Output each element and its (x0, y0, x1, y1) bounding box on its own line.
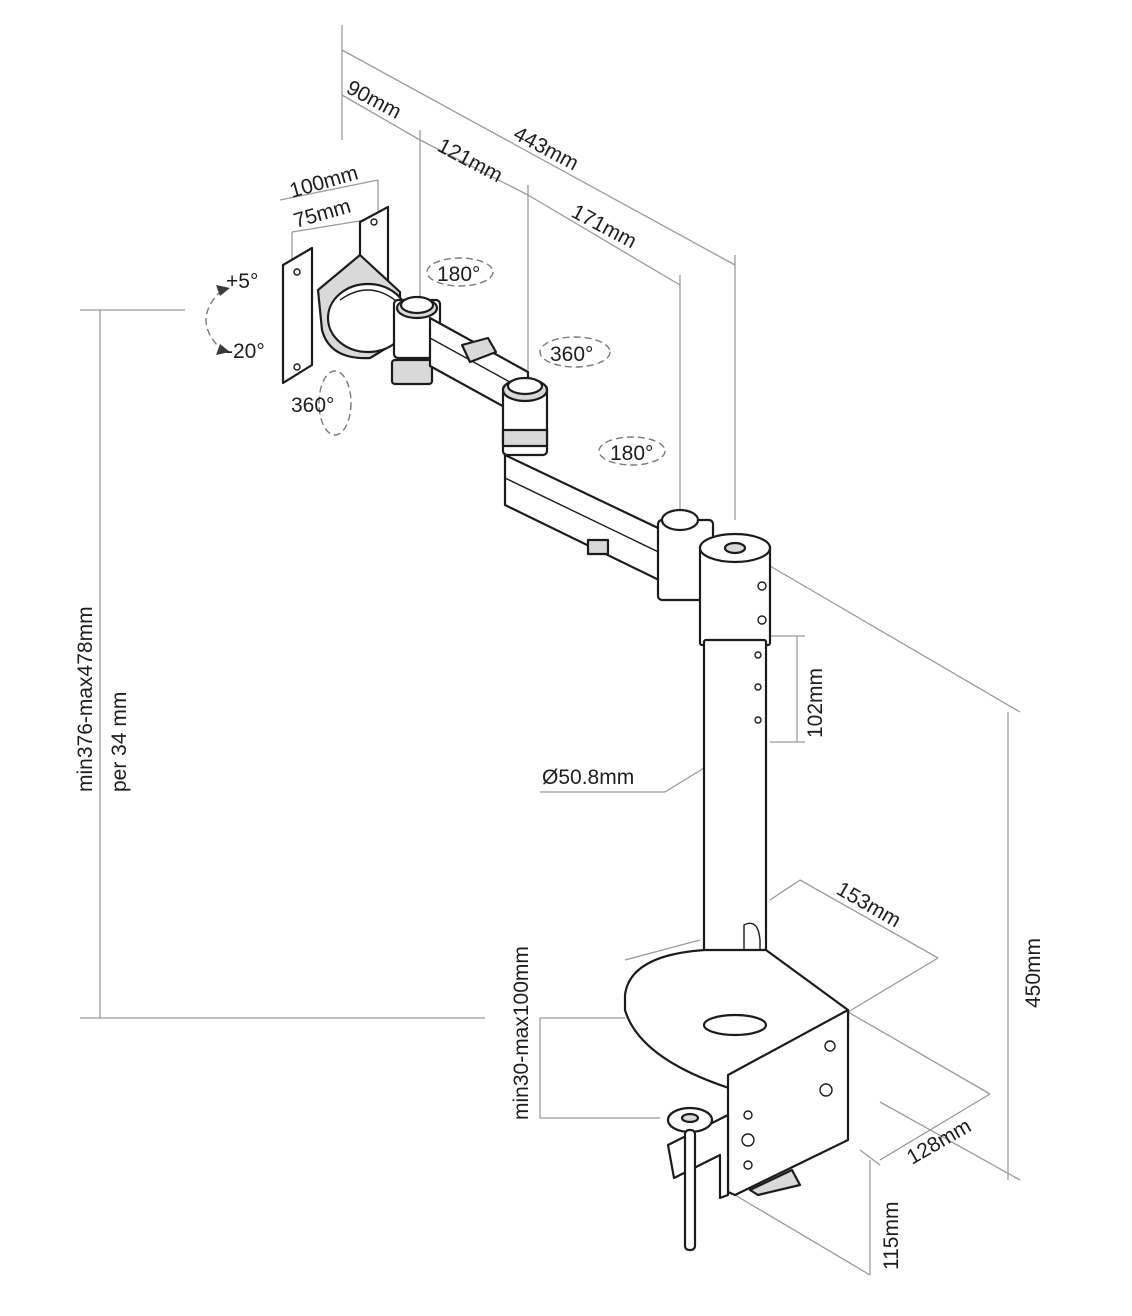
label-head-rotation: 360° (291, 394, 334, 417)
label-tilt-down: -20° (226, 340, 265, 363)
label-arm-segment-2: 171mm (568, 200, 641, 253)
label-vesa-100: 100mm (287, 161, 361, 202)
label-pole-height: 450mm (1022, 938, 1045, 1008)
rotation-arcs (205, 257, 666, 466)
label-joint-2-rotation: 360° (550, 343, 593, 366)
label-height-adjust-step: per 34 mm (108, 692, 131, 792)
label-clamp-width: 128mm (903, 1114, 975, 1169)
dimension-lines (80, 25, 1021, 1276)
labels: 443mm 90mm 121mm 171mm 100mm 75mm +5° -2… (74, 76, 1045, 1270)
vesa-plate (281, 246, 314, 385)
label-desk-thickness: min30-max100mm (510, 946, 533, 1120)
label-tilt-up: +5° (226, 270, 258, 293)
label-pole-diameter: Ø50.8mm (542, 766, 634, 789)
label-arm-segment-1: 121mm (434, 134, 507, 187)
label-joint-3-rotation: 180° (610, 442, 653, 465)
monitor-arm (281, 205, 850, 1252)
label-joint-1-rotation: 180° (437, 263, 480, 286)
label-pole-hole-spacing: 102mm (804, 668, 827, 738)
clamp-screw (683, 1128, 697, 1252)
label-clamp-height: 115mm (880, 1202, 903, 1270)
label-height-adjust-range: min376-max478mm (74, 606, 97, 792)
label-tilt-head-depth: 90mm (343, 76, 405, 124)
label-total-reach: 443mm (510, 122, 583, 175)
